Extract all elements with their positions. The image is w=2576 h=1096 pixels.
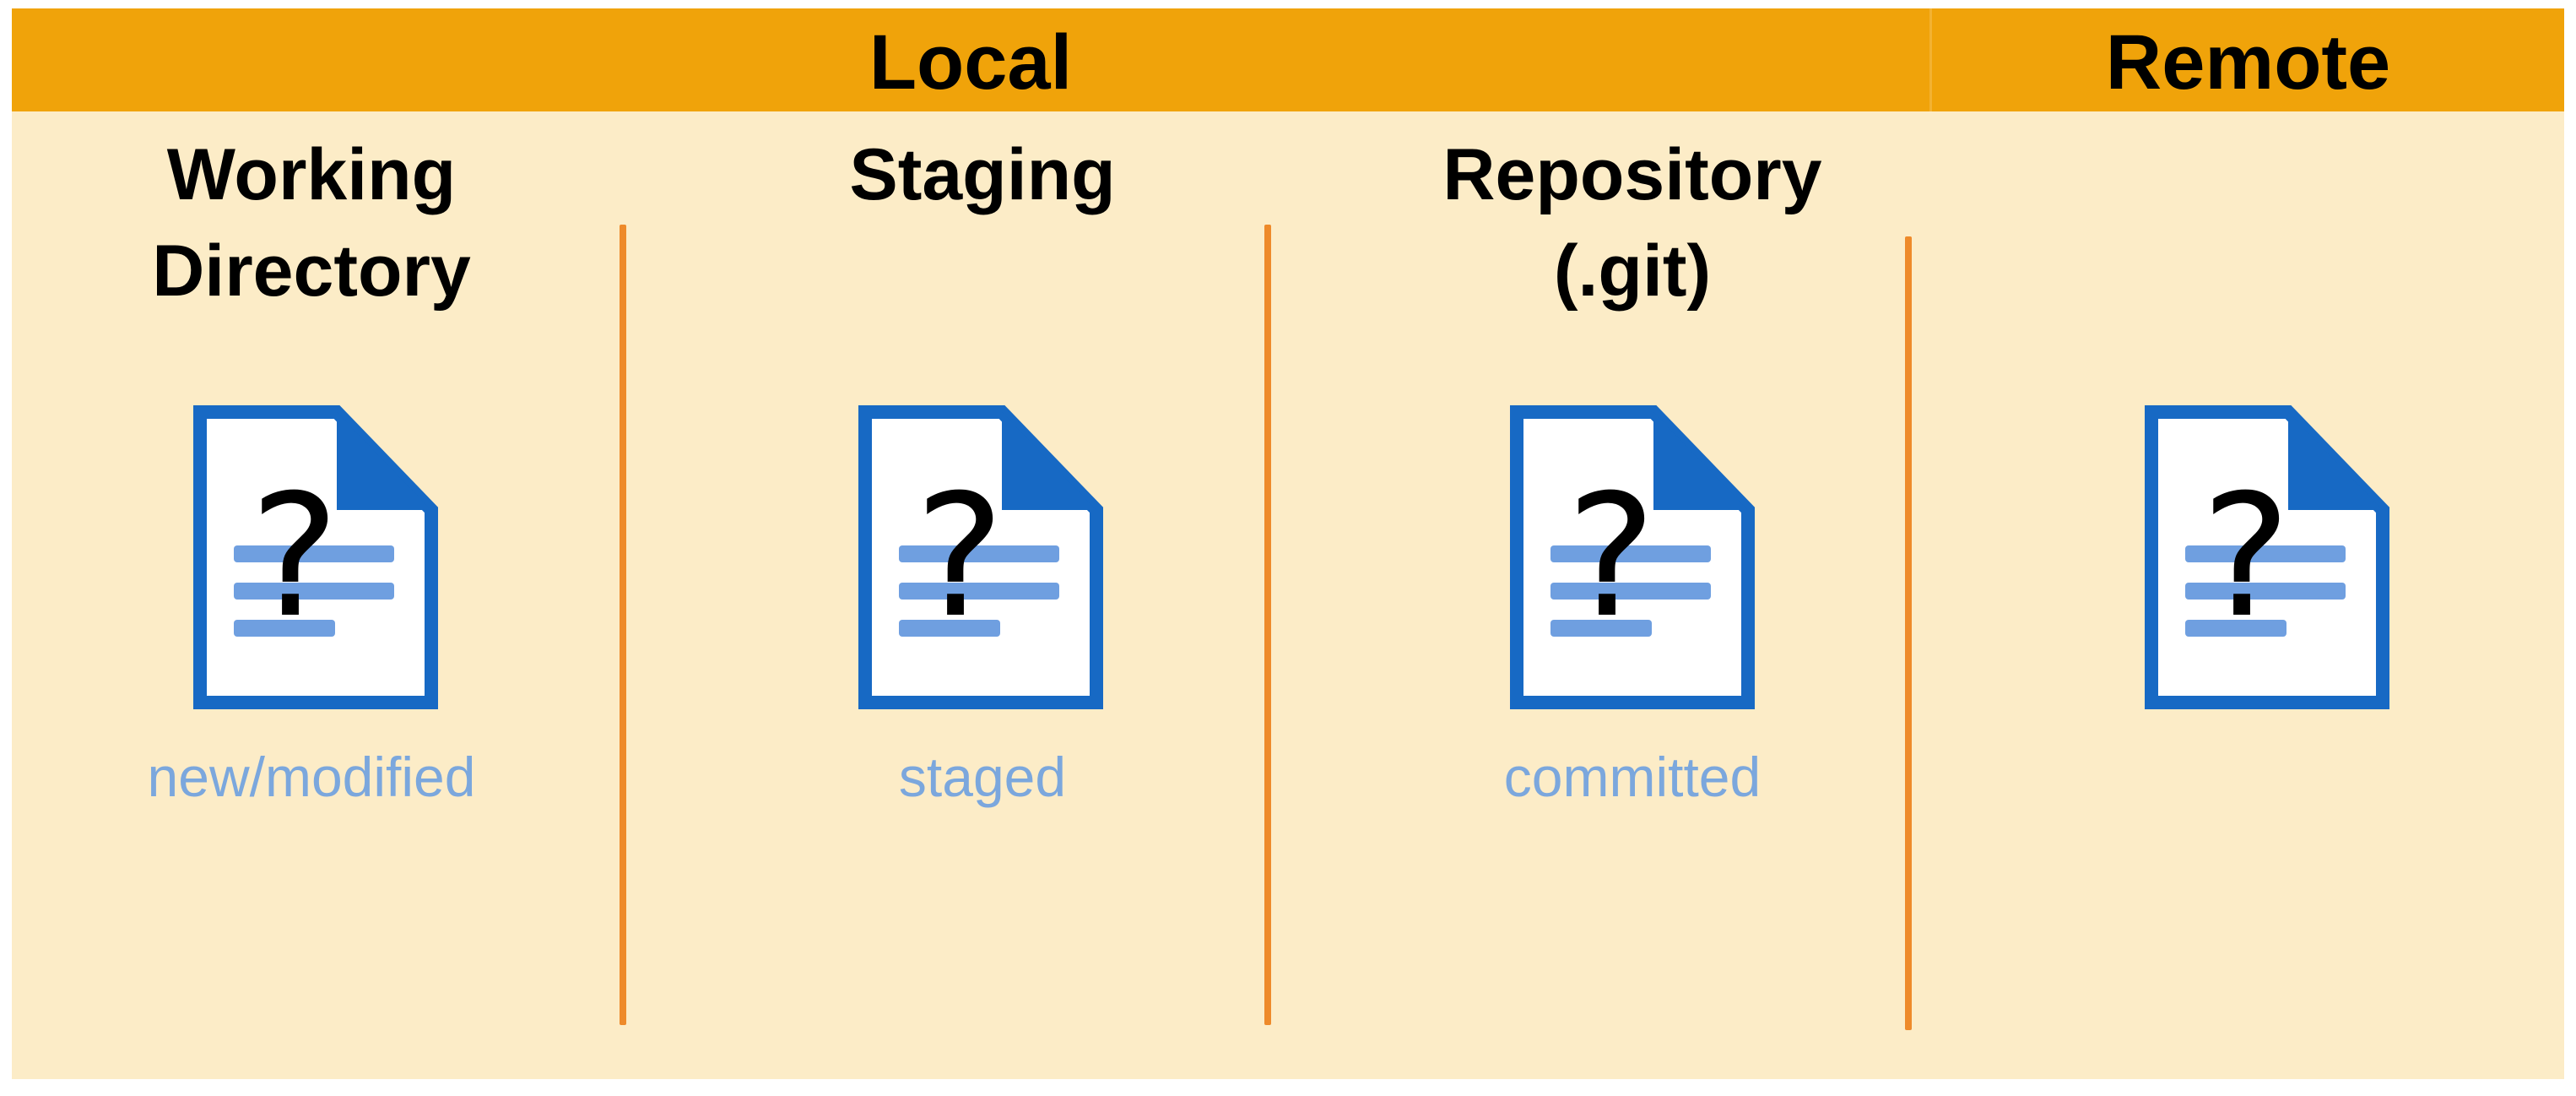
- unknown-document-icon: [2145, 405, 2389, 709]
- column-divider: [620, 225, 626, 1025]
- working-directory-title: Working Directory: [152, 134, 471, 312]
- unknown-document-icon: [1510, 405, 1755, 709]
- unknown-document-icon: [193, 405, 438, 709]
- working-directory-status: new/modified: [147, 746, 476, 808]
- staging-title: Staging: [849, 134, 1116, 215]
- column-divider: [1264, 225, 1271, 1025]
- staging-status: staged: [898, 746, 1067, 808]
- repository-status: committed: [1503, 746, 1762, 808]
- header-bar: Local Remote: [12, 8, 2564, 111]
- repository-title: Repository (.git): [1442, 134, 1822, 312]
- local-header-title: Local: [869, 19, 1073, 106]
- remote-header-title: Remote: [2105, 19, 2391, 106]
- unknown-document-icon: [858, 405, 1103, 709]
- column-divider: [1905, 236, 1912, 1030]
- header-divider: [1929, 8, 1932, 111]
- git-areas-diagram: Local Remote Working Directory new/modif…: [12, 8, 2564, 1079]
